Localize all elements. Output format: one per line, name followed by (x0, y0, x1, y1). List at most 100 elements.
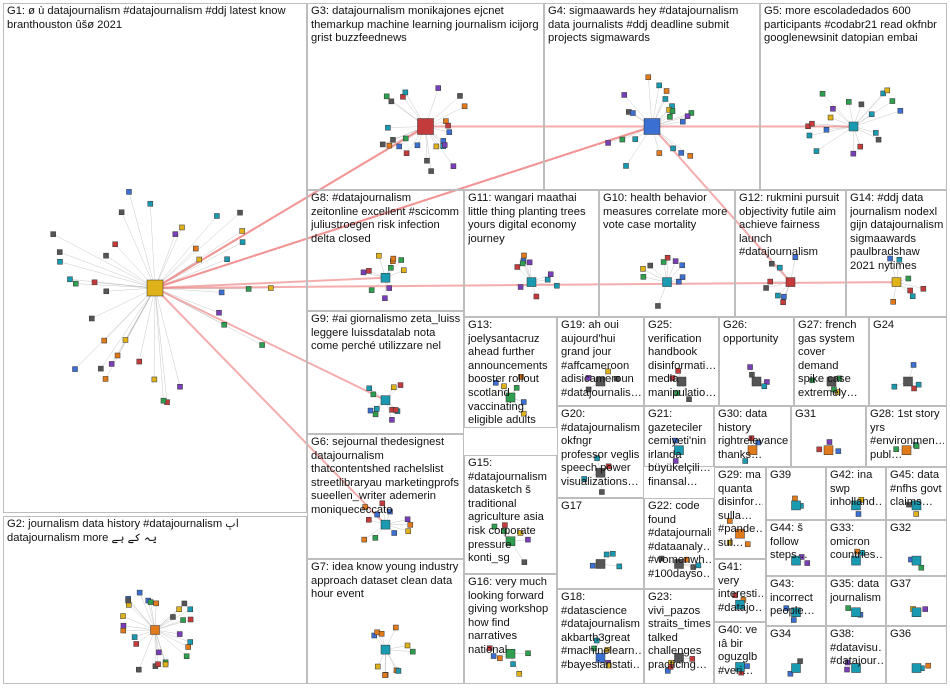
graph-node (547, 271, 554, 277)
graph-node (516, 671, 523, 677)
graph-node (120, 613, 126, 619)
graph-node (660, 259, 667, 265)
graph-node (893, 446, 899, 452)
graph-node (216, 309, 222, 316)
graph-node (791, 555, 801, 566)
group-box-g43: G43: incorrect people… (766, 576, 826, 626)
graph-node (603, 551, 610, 558)
group-label: G1: ø ù datajournalism #datajournalism #… (7, 5, 289, 31)
graph-node (390, 384, 397, 391)
graph-node (519, 260, 526, 267)
group-label: G7: idea know young industry approach da… (311, 561, 459, 601)
group-box-g34: G34 (766, 626, 826, 684)
graph-node (676, 376, 687, 387)
graph-edge (853, 90, 888, 127)
graph-node (147, 201, 154, 207)
graph-node (672, 458, 679, 464)
graph-node (781, 293, 787, 300)
group-box-g41: G41: very interesti… #datajo… (714, 559, 766, 622)
graph-node (401, 267, 407, 274)
graph-node (585, 386, 592, 393)
group-label: G12: rukmini pursuit objectivity futile … (739, 192, 843, 259)
graph-edge (154, 287, 168, 403)
graph-node (589, 562, 596, 569)
group-label: G43: incorrect people… (770, 578, 817, 618)
group-label: G2: journalism data history #datajournal… (7, 518, 243, 544)
graph-node (518, 374, 524, 380)
group-label: G13: joelysantacruz ahead further announ… (468, 319, 551, 427)
graph-node (835, 448, 842, 454)
node-layer (50, 74, 931, 678)
graph-node (414, 142, 421, 149)
graph-node (727, 518, 733, 524)
graph-node (391, 530, 397, 536)
graph-node (785, 277, 796, 287)
graph-node (747, 445, 758, 455)
group-label: G22: code found #datajournali… #dataanal… (648, 500, 711, 580)
graph-node (591, 645, 597, 652)
graph-node (683, 556, 690, 563)
graph-edge (853, 110, 901, 127)
graph-node (804, 560, 811, 566)
graph-edge (154, 287, 387, 526)
graph-node (193, 245, 199, 252)
graph-node (777, 264, 783, 271)
group-box-g3: G3: datajournalism monikajones ejcnet th… (307, 3, 544, 190)
graph-node (72, 366, 78, 372)
graph-edge (154, 287, 164, 401)
graph-node (404, 516, 411, 523)
graph-node (114, 352, 121, 359)
graph-edge (154, 234, 176, 289)
group-label: G8: #datajournalism zeitonline excellent… (311, 192, 459, 245)
graph-node (372, 411, 379, 418)
group-box-g33: G33: omicron countries… (826, 520, 886, 576)
graph-node (656, 82, 662, 89)
graph-node (873, 130, 879, 136)
graph-node (517, 284, 524, 290)
graph-node (831, 386, 837, 393)
group-label: G32 (890, 522, 912, 534)
graph-node (891, 277, 902, 287)
graph-node (103, 252, 109, 259)
graph-edge (138, 629, 156, 670)
graph-node (925, 662, 931, 669)
graph-node (441, 142, 448, 148)
graph-node (122, 337, 129, 343)
graph-node (901, 445, 912, 455)
group-box-g17: G17 (557, 498, 644, 589)
graph-node (675, 368, 681, 374)
graph-node (669, 108, 676, 114)
graph-node (621, 92, 628, 98)
graph-node (505, 392, 516, 403)
graph-node (761, 383, 768, 389)
graph-edge (91, 287, 156, 319)
graph-node (362, 504, 368, 510)
group-box-g42: G42: ina swp inholland… (826, 467, 886, 520)
graph-node (501, 528, 507, 534)
graph-node (816, 446, 822, 453)
graph-edge (100, 287, 156, 369)
graph-node (897, 108, 904, 114)
graph-node (655, 303, 661, 309)
graph-node (125, 597, 131, 604)
graph-node (239, 228, 245, 234)
graph-node (388, 98, 395, 105)
graph-node (680, 118, 686, 125)
graph-node (748, 435, 755, 441)
graph-edge (138, 287, 156, 362)
graph-node (386, 285, 392, 291)
graph-node (819, 90, 826, 97)
graph-node (595, 653, 606, 663)
graph-node (517, 530, 524, 536)
group-box-g7: G7: idea know young industry approach da… (307, 559, 464, 684)
graph-node (735, 528, 745, 539)
graph-node (735, 662, 745, 672)
group-label: G30: data history rightrelevance thanks… (718, 408, 788, 461)
graph-node (755, 439, 762, 446)
graph-node (402, 89, 409, 96)
graph-node (57, 259, 63, 265)
graph-node (380, 519, 391, 530)
graph-node (830, 106, 836, 112)
graph-node (844, 659, 851, 666)
graph-node (656, 150, 663, 156)
